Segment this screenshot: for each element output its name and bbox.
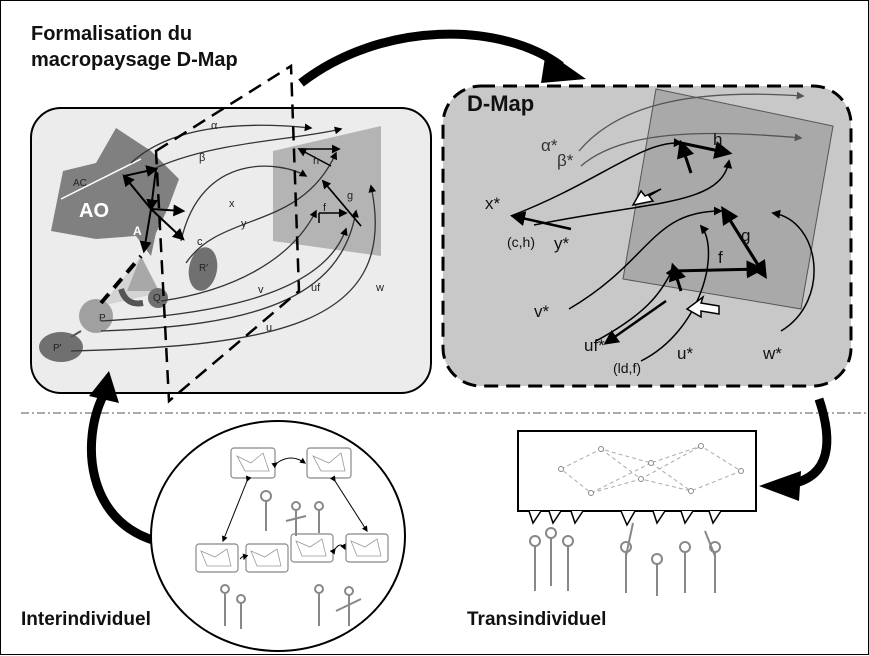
dmap-curve-y — [533, 159, 733, 226]
dmap-f-arrow-1 — [672, 260, 765, 279]
p-circle — [79, 299, 113, 333]
dmap-label-uf: uf* — [584, 336, 605, 355]
arrow-a-3 — [146, 168, 159, 212]
left-label-uf: uf — [311, 282, 321, 294]
curve-y — [185, 151, 337, 264]
dmap-curve-x — [510, 138, 683, 217]
white-arrow-lower — [685, 294, 720, 319]
left-map-labels: α β AC AO A x y c R' h f g Q v uf w P u … — [53, 120, 384, 354]
arrow-a-4 — [150, 204, 186, 217]
trans-bubble — [517, 430, 757, 512]
left-square — [273, 126, 381, 256]
dmap-curve-beta — [580, 132, 803, 167]
dmap-label-u: u* — [677, 344, 693, 363]
dmap-ldf-to-uf — [603, 299, 667, 345]
interindividuel-label: Interindividuel — [21, 609, 151, 630]
r-prime-ellipse — [188, 247, 218, 291]
p-p-prime-link — [70, 330, 82, 338]
dmap-curve-w — [771, 209, 815, 332]
dmap-label-f: f — [718, 248, 723, 267]
dmap-h-arrow-2 — [680, 141, 733, 159]
arrow-inter-to-left — [86, 394, 158, 546]
curve-uf — [100, 227, 348, 322]
curve-v — [160, 209, 317, 302]
dmap-label-y: y* — [554, 234, 570, 253]
left-label-p: P — [99, 313, 106, 324]
trans-people — [529, 522, 721, 596]
left-label-a: A — [133, 224, 142, 238]
dashed-p-to-a — [99, 254, 143, 305]
curve-beta — [148, 126, 343, 172]
left-label-f: f — [323, 202, 327, 214]
dmap-f-arrow-2 — [668, 262, 686, 292]
inter-link-arrows — [221, 457, 368, 561]
left-label-c: c — [197, 236, 203, 248]
inter-bubble-nets — [200, 452, 382, 567]
dmap-h-arrow-1 — [677, 139, 695, 174]
left-label-x: x — [229, 198, 235, 210]
figure-title: Formalisation du macropaysage D-Map — [31, 21, 238, 73]
arrow-left-to-dmap — [298, 29, 564, 87]
curve-w — [70, 184, 377, 352]
left-label-y: y — [241, 218, 247, 230]
left-label-g: g — [347, 190, 353, 202]
left-label-alpha: α — [211, 120, 218, 132]
curve-alpha — [130, 123, 313, 164]
arrow-a-6 — [150, 208, 185, 241]
left-label-beta: β — [199, 152, 205, 164]
dmap-square — [622, 88, 834, 310]
dmap-label-alpha: α* — [541, 136, 558, 155]
q-curved-arrow — [118, 288, 144, 307]
arrow-dmap-to-trans-head — [759, 471, 801, 501]
dmap-label-ch: (c,h) — [507, 234, 535, 250]
arrow-dmap-to-trans — [789, 397, 832, 489]
arrow-a-5 — [139, 208, 152, 254]
sq-arrow-g2 — [322, 180, 362, 227]
curve-u — [100, 209, 359, 332]
dmap-curve-u — [640, 224, 710, 362]
left-label-v: v — [258, 284, 264, 296]
dmap-label-v: v* — [534, 302, 550, 321]
dmap-label-x: x* — [485, 194, 501, 213]
dmap-curve-v — [568, 206, 723, 310]
white-arrow-upper — [631, 188, 662, 207]
dmap-title: D-Map — [467, 91, 535, 116]
dmap-labels: α* β* h x* (c,h) y* g f v* uf* (ld,f) u*… — [485, 130, 782, 376]
trans-bubble-tails — [528, 510, 722, 527]
left-label-r: R' — [199, 263, 208, 274]
title-line-2: macropaysage D-Map — [31, 49, 238, 71]
left-label-h: h — [313, 155, 319, 167]
left-label-q: Q — [153, 293, 161, 304]
dashed-plane — [154, 63, 301, 404]
dmap-label-ldf: (ld,f) — [613, 360, 641, 376]
dmap-label-g: g — [741, 226, 750, 245]
dmap-label-beta: β* — [557, 151, 574, 170]
dmap-curve-alpha — [578, 91, 805, 152]
arrow-left-to-dmap-head — [541, 51, 586, 83]
arrow-inter-to-left-head — [89, 371, 119, 403]
left-label-ao: AO — [79, 200, 109, 222]
left-label-p-prime: P' — [53, 343, 62, 354]
arrow-a-2 — [123, 165, 159, 177]
dmap-label-h: h — [713, 130, 722, 149]
transindividuel-label: Transindividuel — [467, 609, 607, 630]
left-label-w: w — [375, 282, 384, 294]
left-label-u: u — [266, 322, 272, 334]
dmap-label-w: w* — [762, 344, 782, 363]
sq-arrow-h1 — [297, 148, 332, 167]
ao-ac-divider — [60, 158, 142, 200]
left-label-ac: AC — [73, 178, 87, 189]
inter-people — [220, 490, 362, 629]
title-line-1: Formalisation du — [31, 23, 193, 45]
ao-shape — [51, 128, 179, 256]
p-prime-ellipse — [39, 332, 83, 362]
trans-network-nodes — [558, 443, 744, 496]
dark-cone — [127, 256, 159, 291]
dmap-x-to-ch — [510, 211, 572, 231]
